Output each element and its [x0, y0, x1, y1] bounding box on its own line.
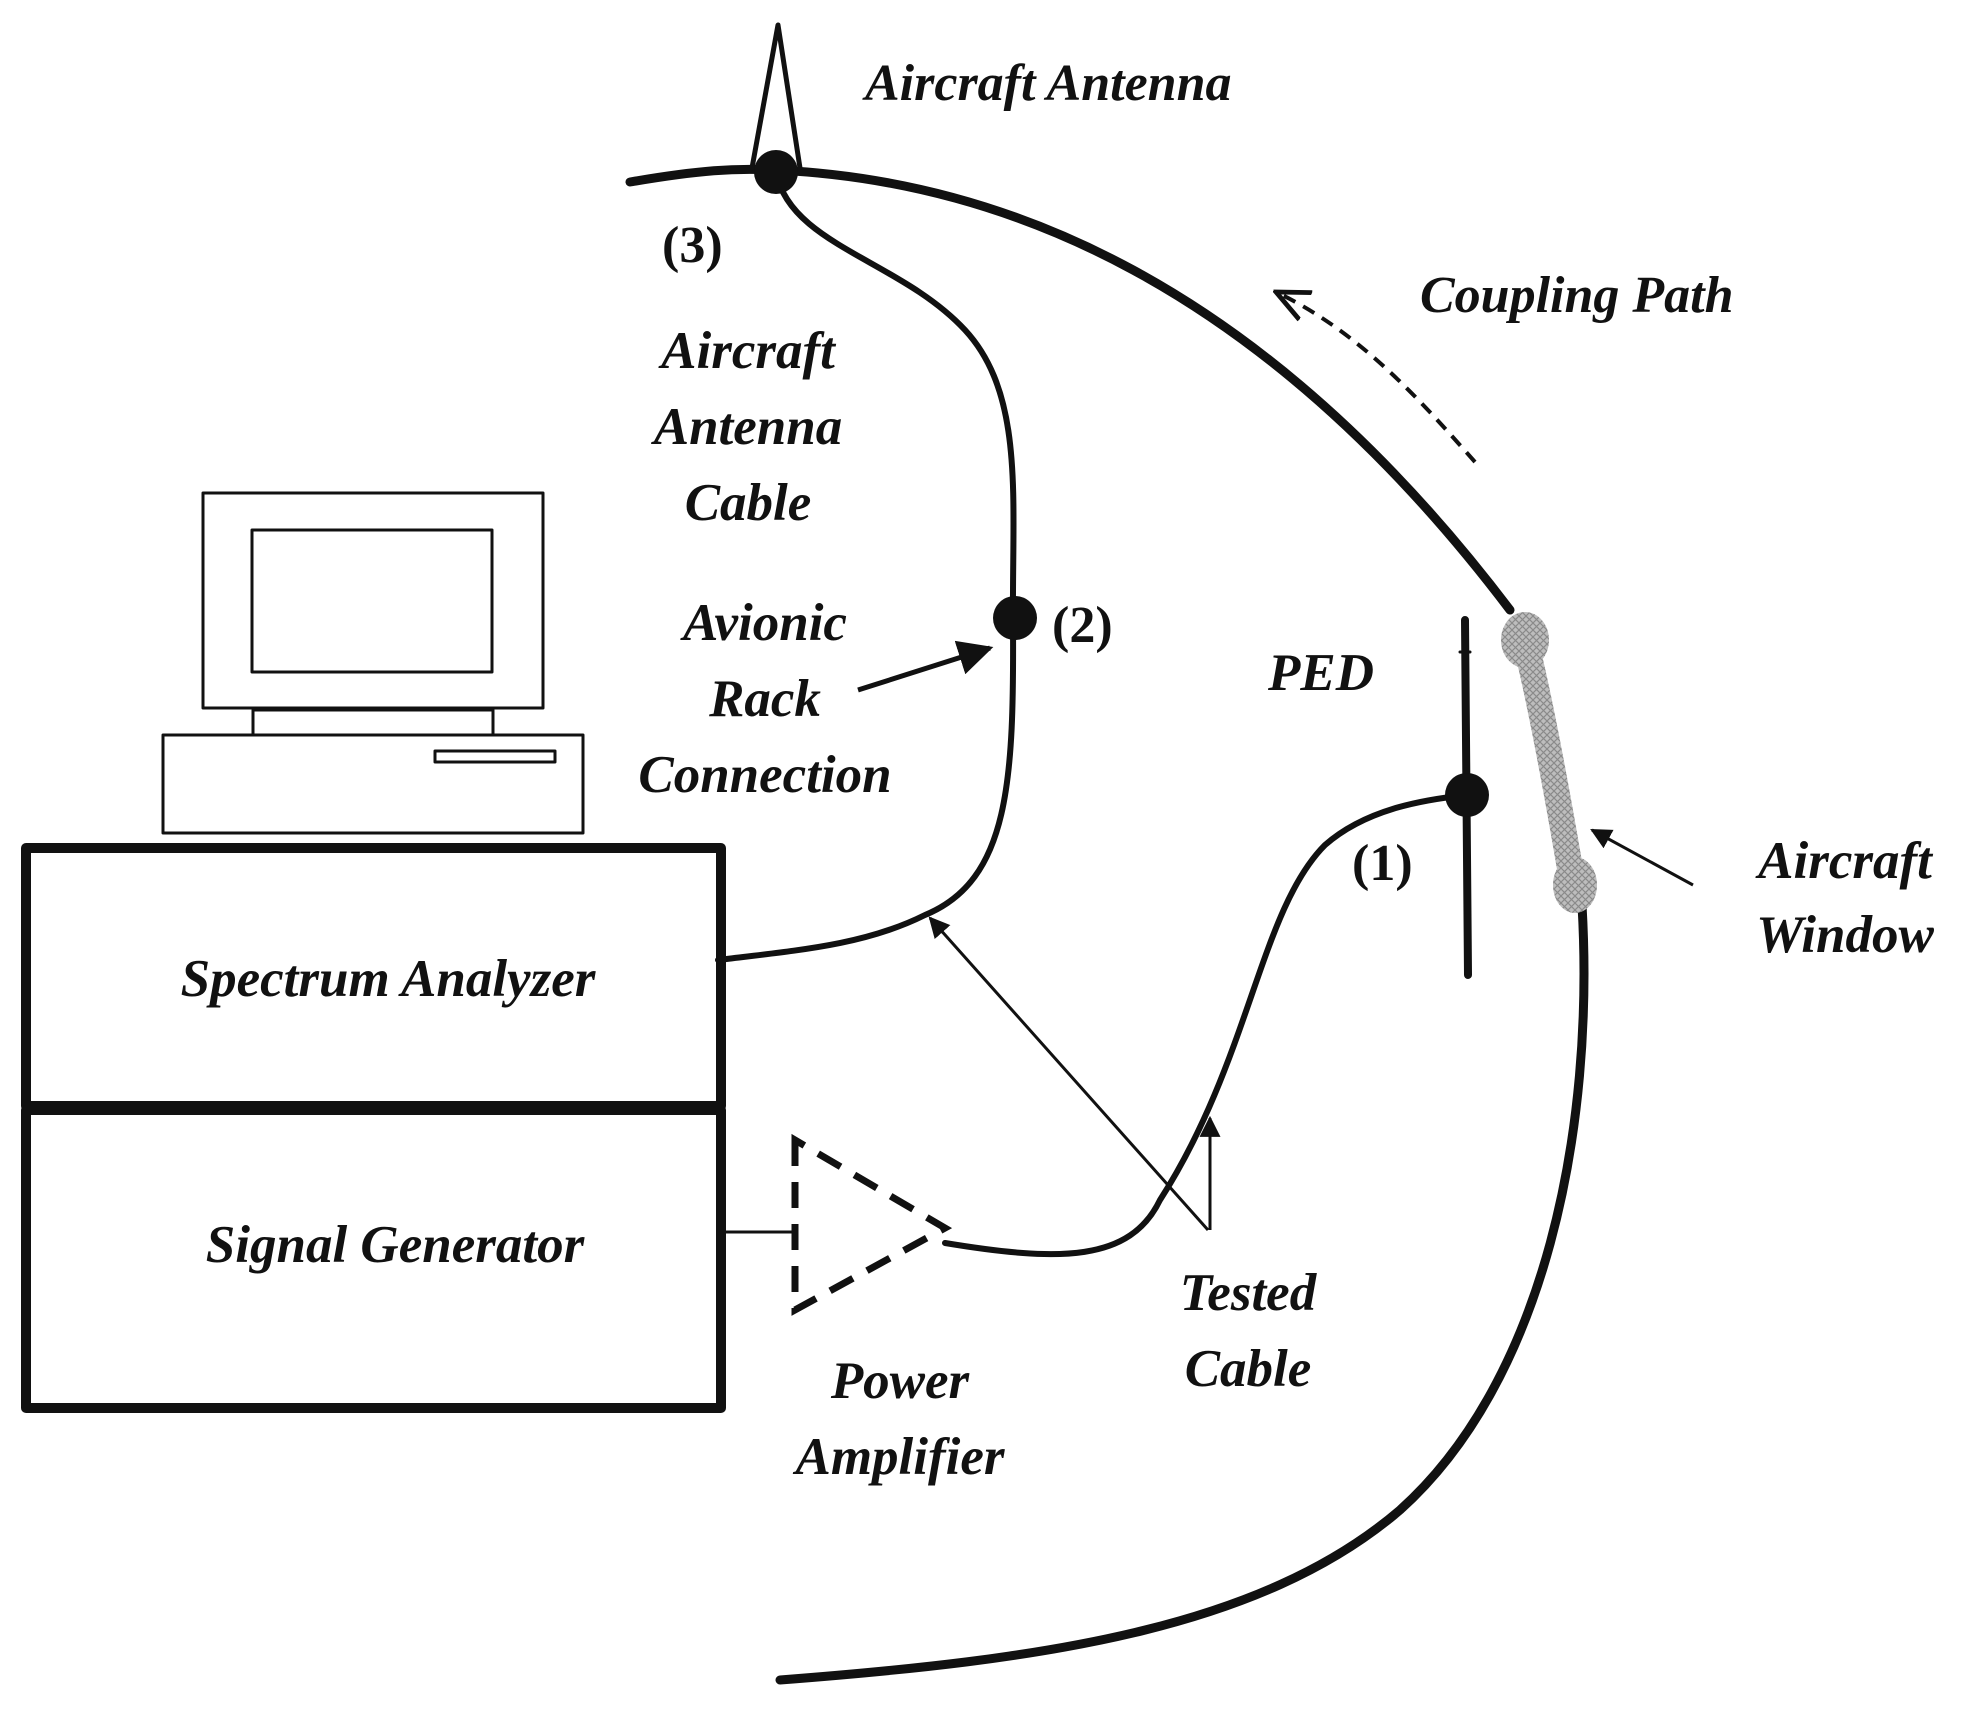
antenna-cable-label: Aircraft Antenna Cable	[651, 322, 843, 532]
power-amplifier-label: Power Amplifier	[792, 1352, 1005, 1486]
tested-cable-label-line-2: Cable	[1185, 1340, 1312, 1398]
aircraft-window-label: Aircraft Window	[1755, 832, 1934, 964]
aircraft-window-label-line-2: Window	[1756, 906, 1934, 964]
power-amplifier-label-line-1: Power	[830, 1352, 971, 1410]
point-3-marker	[754, 150, 798, 194]
tested-cable-arrow-left	[928, 916, 1210, 1231]
antenna-cable-label-line-3: Cable	[685, 474, 812, 532]
ped-label: PED	[1267, 644, 1374, 702]
avionic-rack-arrow	[857, 640, 994, 693]
signal-generator-box	[21, 1105, 726, 1413]
avionic-rack-label: Avionic Rack Connection	[638, 594, 891, 804]
aircraft-window	[1501, 612, 1597, 913]
signal-generator-label: Signal Generator	[206, 1216, 586, 1274]
tested-cable-label: Tested Cable	[1180, 1264, 1318, 1398]
aircraft-antenna-icon	[749, 22, 803, 171]
power-amplifier-icon	[791, 1133, 953, 1316]
computer-icon	[161, 491, 585, 835]
avionic-rack-label-line-1: Avionic	[680, 594, 847, 652]
point-2-marker	[993, 596, 1037, 640]
coupling-path-label: Coupling Path	[1420, 267, 1734, 324]
aircraft-window-label-line-1: Aircraft	[1755, 832, 1934, 890]
fuselage-lower-arc	[775, 900, 1589, 1685]
tested-cable-label-line-1: Tested	[1180, 1264, 1318, 1322]
point-1-marker	[1445, 773, 1489, 817]
power-amplifier-label-line-2: Amplifier	[792, 1428, 1005, 1486]
tested-cable	[942, 792, 1470, 1258]
point-1-label: (1)	[1352, 835, 1413, 892]
point-2-label: (2)	[1052, 597, 1113, 654]
antenna-cable-label-line-1: Aircraft	[658, 322, 837, 380]
antenna-cable-label-line-2: Antenna	[651, 398, 843, 456]
fuselage-upper-arc	[625, 164, 1515, 615]
aircraft-window-arrow	[1590, 828, 1694, 887]
spectrum-analyzer-label: Spectrum Analyzer	[181, 950, 597, 1008]
aircraft-antenna-label: Aircraft Antenna	[862, 55, 1232, 112]
coupling-path-arrow	[1276, 292, 1477, 464]
avionic-rack-label-line-2: Rack	[708, 670, 821, 728]
avionic-rack-label-line-3: Connection	[638, 746, 891, 804]
aircraft-antenna-cable	[715, 169, 1017, 963]
point-3-label: (3)	[662, 217, 723, 274]
